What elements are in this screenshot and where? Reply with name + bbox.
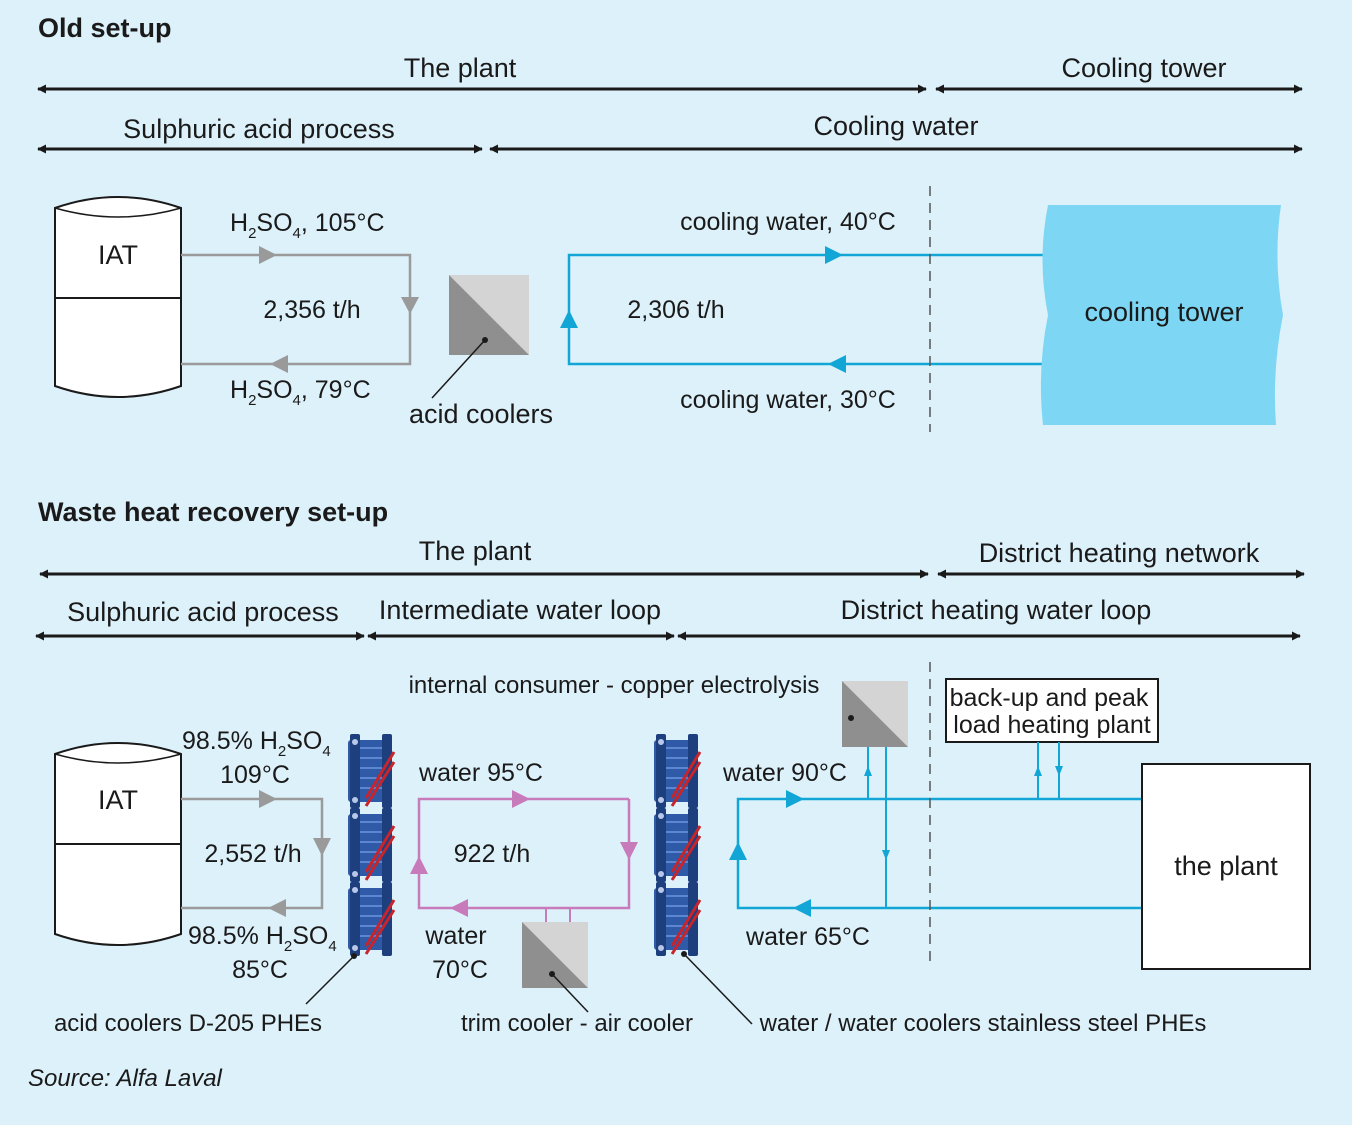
loop-flow-label: 922 t/h <box>454 840 530 868</box>
flow-arrow-icon <box>401 297 419 314</box>
the-plant-box <box>1141 763 1311 970</box>
old-acid-hot-label: H2SO4, 105°C <box>230 209 385 242</box>
trim-cooler-pointer-dot <box>549 971 555 977</box>
internal-consumer-dot <box>848 715 854 721</box>
heat-exchanger-icon <box>842 681 908 747</box>
flow-arrow-icon <box>270 355 288 373</box>
old-cooling-tower-label: Cooling tower <box>1061 53 1226 83</box>
new-acid-cold-label: 98.5% H2SO4 <box>188 922 337 955</box>
flow-arrow-icon <box>828 355 846 373</box>
old-the-plant-label: The plant <box>404 53 517 83</box>
flow-arrow-icon <box>793 899 811 917</box>
acid-coolers-pointer <box>305 955 355 1005</box>
acid-coolers-pointer-dot <box>482 337 488 343</box>
flow-arrow-icon <box>729 842 747 860</box>
backup-line1: back-up and peak <box>950 684 1149 712</box>
flow-arrow-icon <box>450 899 468 917</box>
water-70-line1: water <box>424 922 486 950</box>
old-tank-label: IAT <box>98 240 138 270</box>
flow-arrow-icon <box>620 842 638 860</box>
flow-arrow-icon <box>1055 766 1063 776</box>
backup-line2: load heating plant <box>953 711 1150 739</box>
trim-cooler-label: trim cooler - air cooler <box>461 1010 693 1037</box>
flow-arrow-icon <box>786 790 804 808</box>
flow-arrow-icon <box>864 766 872 776</box>
flow-arrow-icon <box>825 246 843 264</box>
acid-coolers-pointer <box>431 339 486 399</box>
acid-coolers-phe-label: acid coolers D-205 PHEs <box>54 1010 322 1037</box>
trim-cooler-pointer <box>551 973 589 1013</box>
internal-consumer-label: internal consumer - copper electrolysis <box>409 672 820 699</box>
acid-coolers-pointer-dot <box>351 953 357 959</box>
ww-coolers-pointer <box>683 953 753 1025</box>
flow-arrow-icon <box>268 899 286 917</box>
new-district-heating-network-label: District heating network <box>979 538 1260 568</box>
flow-arrow-icon <box>313 838 331 856</box>
new-acid-cold-temp: 85°C <box>232 956 288 984</box>
flow-arrow-icon <box>259 246 277 264</box>
new-acid-hot-label: 98.5% H2SO4 <box>182 727 331 760</box>
flow-arrow-icon <box>512 790 530 808</box>
new-sulphuric-acid-process-label: Sulphuric acid process <box>67 597 339 627</box>
water-90-label: water 90°C <box>722 759 847 787</box>
district-heating-loop <box>736 797 1141 910</box>
flow-arrow-icon <box>410 856 428 874</box>
old-acid-cold-label: H2SO4, 79°C <box>230 376 371 409</box>
intermediate-water-loop-label: Intermediate water loop <box>379 595 661 625</box>
old-cw-flow-label: 2,306 t/h <box>627 296 724 324</box>
old-heading: Old set-up <box>38 13 172 43</box>
plate-heat-exchanger-icon <box>652 732 702 810</box>
ww-coolers-label: water / water coolers stainless steel PH… <box>759 1010 1207 1037</box>
new-the-plant-label: The plant <box>419 536 532 566</box>
heat-exchanger-icon <box>449 275 529 355</box>
flow-arrow-icon <box>882 850 890 860</box>
old-acid-coolers-label: acid coolers <box>409 399 553 429</box>
flow-arrow-icon <box>1034 766 1042 776</box>
plate-heat-exchanger-icon <box>346 806 396 884</box>
plate-heat-exchanger-icon <box>652 880 702 958</box>
old-cooling-water-loop <box>567 253 1045 366</box>
new-acid-flow-label: 2,552 t/h <box>204 840 301 868</box>
old-cw-cold-label: cooling water, 30°C <box>680 386 896 414</box>
new-heading: Waste heat recovery set-up <box>38 497 388 527</box>
cooling-tower-label: cooling tower <box>1084 297 1243 327</box>
old-sulphuric-acid-process-label: Sulphuric acid process <box>123 114 395 144</box>
plate-heat-exchanger-icon <box>346 880 396 958</box>
ww-coolers-pointer-dot <box>681 951 687 957</box>
the-plant-box-label: the plant <box>1174 851 1278 881</box>
old-acid-flow-label: 2,356 t/h <box>263 296 360 324</box>
intermediate-loop <box>417 797 631 910</box>
plate-heat-exchanger-icon <box>652 806 702 884</box>
cooling-tower-shape <box>1040 205 1283 425</box>
old-cooling-water-label: Cooling water <box>813 111 978 141</box>
flow-arrow-icon <box>560 310 578 328</box>
new-acid-hot-temp: 109°C <box>220 761 290 789</box>
water-70-line2: 70°C <box>432 956 488 984</box>
tank-icon <box>54 742 182 946</box>
water-65-label: water 65°C <box>745 923 870 951</box>
new-tank-label: IAT <box>98 785 138 815</box>
water-95-label: water 95°C <box>418 759 543 787</box>
old-cw-hot-label: cooling water, 40°C <box>680 208 896 236</box>
district-heating-water-loop-label: District heating water loop <box>841 595 1152 625</box>
backup-plant-box <box>945 678 1159 743</box>
tank-icon <box>54 196 182 398</box>
source-label: Source: Alfa Laval <box>28 1065 223 1092</box>
flow-arrow-icon <box>259 790 277 808</box>
plate-heat-exchanger-icon <box>346 732 396 810</box>
